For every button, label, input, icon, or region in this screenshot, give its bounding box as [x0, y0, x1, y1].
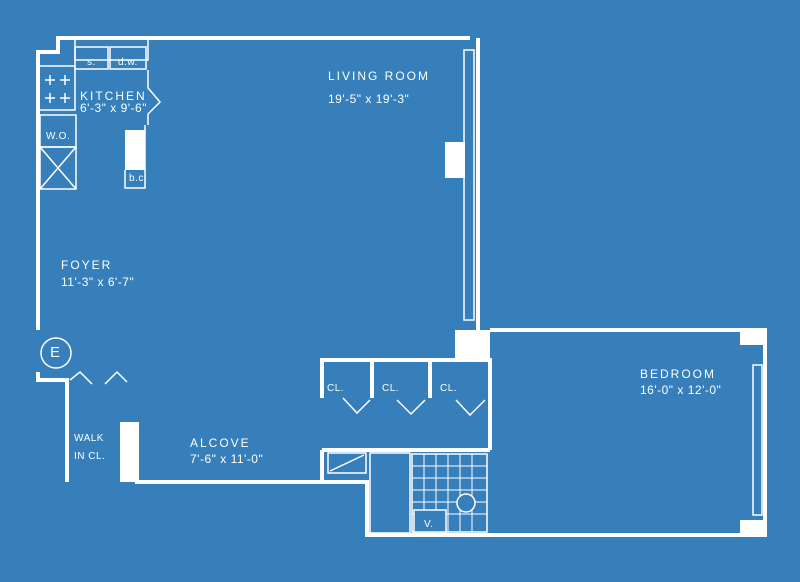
foyer-dims: 11'-3" x 6'-7": [61, 275, 135, 289]
closet-label-3: CL.: [440, 383, 458, 394]
wall-bedroom: [322, 328, 767, 537]
dishwasher-label: d.w.: [118, 57, 138, 68]
entrance-label: E: [50, 344, 61, 361]
alcove-label: ALCOVE: [190, 436, 251, 450]
wall-top: [36, 36, 470, 330]
broom-closet-label: b.c.: [129, 173, 148, 184]
living-room-label: LIVING ROOM: [328, 69, 431, 83]
bedroom-label: BEDROOM: [640, 367, 717, 381]
closet-label-1: CL.: [327, 383, 345, 394]
walk-in-label-1: WALK: [74, 433, 104, 444]
walk-in-label-2: IN CL.: [74, 451, 106, 462]
kitchen-dims: 6'-3" x 9'-6": [80, 101, 147, 115]
sink-label: s.: [87, 57, 96, 68]
vanity-label: V.: [424, 519, 434, 530]
closet-label-2: CL.: [382, 383, 400, 394]
kitchen-label: KITCHEN: [80, 89, 147, 103]
wall-walkin: [36, 372, 69, 482]
alcove-dims: 7'-6" x 11'-0": [190, 452, 264, 466]
entrance-marker: [40, 337, 72, 369]
bedroom-dims: 16'-0" x 12'-0": [640, 383, 722, 397]
living-room-dims: 19'-5" x 19'-3": [328, 92, 410, 106]
wall-oven-label: W.O.: [46, 131, 71, 142]
foyer-label: FOYER: [61, 258, 113, 272]
